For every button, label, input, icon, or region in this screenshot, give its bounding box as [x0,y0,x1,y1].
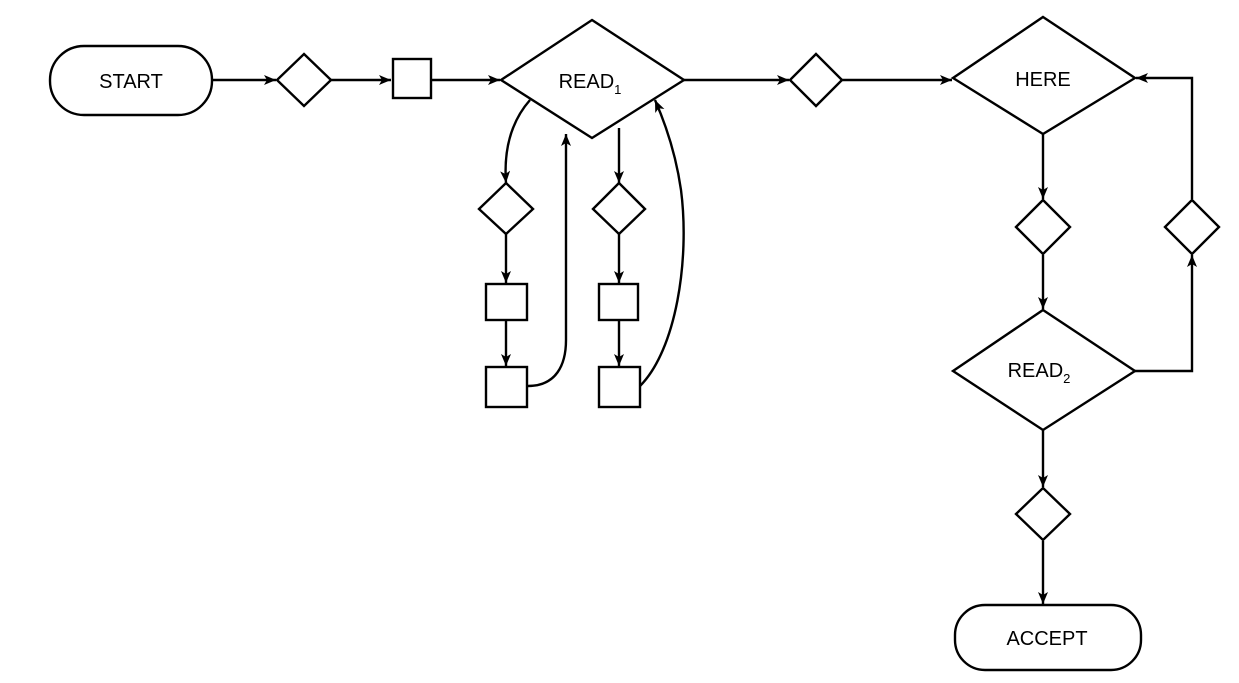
here-label: HERE [1015,69,1071,91]
right-loop-diamond [591,181,647,236]
decision-diamond-1 [275,52,333,108]
right-loop-box-1 [597,282,640,322]
read2-diamond [950,308,1138,432]
nodes: START READ1 HERE READ2 ACCEPT [48,15,1221,672]
read2-label: READ2 [1008,360,1071,386]
read1-diamond [498,18,687,140]
decision-diamond-2 [788,52,844,108]
read1-subscript: 1 [614,82,621,97]
left-loop-diamond [477,181,535,236]
accept-terminal [953,603,1143,672]
right-loop-box-2 [597,365,642,409]
edge-read2-to-loop-diamond [1135,255,1197,373]
edge-left-loop-back [527,134,571,388]
accept-label: ACCEPT [1006,628,1087,650]
read2-subscript: 2 [1063,371,1070,386]
edge-read1-to-left-diamond [500,99,531,184]
start-terminal [48,44,214,117]
decision-diamond-4 [1014,486,1072,542]
read2-name: READ [1008,360,1064,382]
edges [212,73,1197,604]
decision-diamond-3 [1014,198,1072,256]
loop-back-diamond [1163,198,1221,256]
edge-right-loop-back [639,99,685,387]
read1-name: READ [559,71,615,93]
process-box-1 [391,57,433,100]
edge-loop-diamond-to-here [1136,73,1194,199]
left-loop-box-2 [484,365,529,409]
here-diamond [950,15,1138,136]
start-label: START [99,71,163,93]
left-loop-box-1 [484,282,529,322]
read1-label: READ1 [559,71,622,97]
